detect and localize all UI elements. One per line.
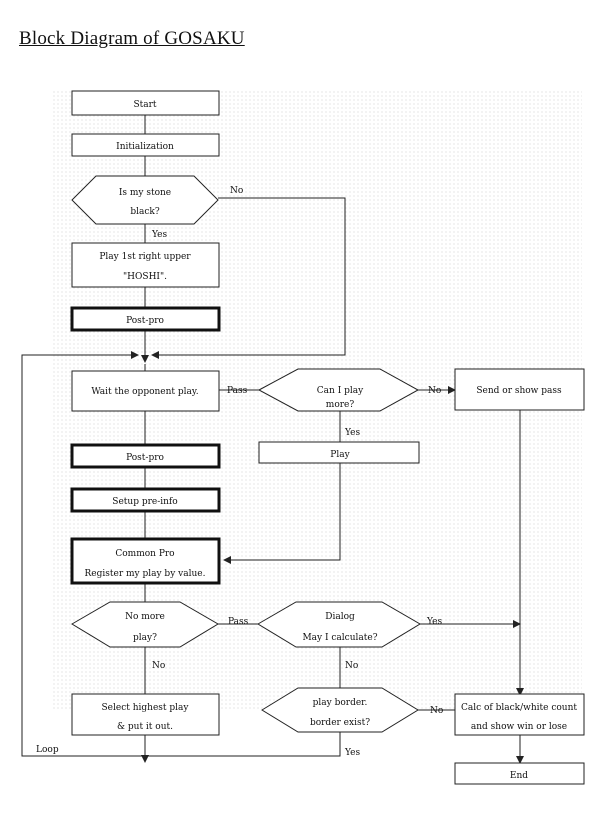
node-play: Play bbox=[258, 441, 420, 464]
edge-stone-no bbox=[151, 197, 346, 359]
label-yes-canplay: Yes bbox=[344, 428, 360, 438]
label-yes-dialog: Yes bbox=[426, 617, 442, 627]
label-no-dialog: No bbox=[345, 661, 358, 671]
svg-text:End: End bbox=[510, 771, 528, 781]
label-yes-stone: Yes bbox=[151, 230, 167, 240]
node-setup-preinfo: Setup pre-info bbox=[70, 487, 221, 513]
svg-text:Play 1st right upper: Play 1st right upper bbox=[99, 252, 191, 262]
svg-text:Register my play by value.: Register my play by value. bbox=[85, 569, 206, 579]
label-yes-border: Yes bbox=[344, 748, 360, 758]
label-pass-wait: Pass bbox=[227, 386, 248, 396]
edge-loop bbox=[21, 351, 341, 757]
page-title: Block Diagram of GOSAKU bbox=[19, 28, 245, 49]
svg-text:Dialog: Dialog bbox=[325, 612, 355, 622]
svg-text:Calc of black/white count: Calc of black/white count bbox=[461, 703, 577, 713]
svg-text:Initialization: Initialization bbox=[116, 142, 174, 152]
svg-text:Play: Play bbox=[330, 450, 350, 460]
svg-text:No more: No more bbox=[125, 612, 165, 622]
label-loop: Loop bbox=[36, 745, 59, 755]
svg-text:Select highest play: Select highest play bbox=[102, 703, 190, 713]
svg-text:more?: more? bbox=[326, 400, 355, 410]
node-postpro-2: Post-pro bbox=[70, 443, 221, 469]
svg-text:play?: play? bbox=[133, 633, 157, 643]
decision-play-border: play border. border exist? bbox=[261, 687, 419, 733]
svg-text:border exist?: border exist? bbox=[310, 718, 370, 728]
node-initialization: Initialization bbox=[71, 133, 220, 157]
svg-text:Common Pro: Common Pro bbox=[115, 549, 174, 559]
decision-stone-black: Is my stone black? bbox=[71, 175, 219, 225]
decision-dialog: Dialog May I calculate? bbox=[257, 601, 421, 648]
svg-text:Wait the opponent play.: Wait the opponent play. bbox=[91, 387, 198, 397]
label-no-nomore: No bbox=[152, 661, 165, 671]
decision-no-more-play: No more play? bbox=[71, 601, 219, 648]
node-start-label: Start bbox=[133, 100, 156, 110]
svg-text:black?: black? bbox=[130, 207, 159, 217]
svg-text:Send or show pass: Send or show pass bbox=[476, 386, 562, 396]
edge-labels: No Yes Pass No Yes Pass Yes No No No Loo… bbox=[36, 186, 443, 758]
label-no-stone: No bbox=[230, 186, 243, 196]
label-pass-nomore: Pass bbox=[228, 617, 249, 627]
svg-text:Setup pre-info: Setup pre-info bbox=[112, 497, 177, 507]
decision-can-play: Can I play more? bbox=[257, 368, 420, 412]
svg-text:play border.: play border. bbox=[313, 698, 368, 708]
node-play-1st: Play 1st right upper "HOSHI". bbox=[71, 242, 220, 288]
svg-text:"HOSHI".: "HOSHI". bbox=[123, 272, 167, 282]
node-end: End bbox=[454, 762, 585, 785]
node-postpro-1: Post-pro bbox=[70, 306, 221, 332]
connectors bbox=[21, 115, 524, 764]
label-no-border: No bbox=[430, 706, 443, 716]
node-send-pass: Send or show pass bbox=[454, 368, 585, 411]
svg-text:May I calculate?: May I calculate? bbox=[302, 633, 377, 643]
svg-text:Post-pro: Post-pro bbox=[126, 316, 164, 326]
svg-text:Can I play: Can I play bbox=[317, 386, 364, 396]
node-start: Start bbox=[71, 90, 220, 116]
node-common-pro: Common Pro Register my play by value. bbox=[70, 537, 221, 585]
label-no-canplay: No bbox=[428, 386, 441, 396]
svg-text:& put it out.: & put it out. bbox=[117, 722, 173, 732]
svg-text:Is my stone: Is my stone bbox=[119, 188, 171, 198]
node-calc-count: Calc of black/white count and show win o… bbox=[454, 693, 585, 736]
node-select-highest: Select highest play & put it out. bbox=[71, 693, 220, 736]
node-wait-opponent: Wait the opponent play. bbox=[71, 370, 220, 412]
svg-text:Post-pro: Post-pro bbox=[126, 453, 164, 463]
edge-play-common bbox=[223, 463, 341, 564]
svg-text:and show win or lose: and show win or lose bbox=[471, 722, 567, 732]
